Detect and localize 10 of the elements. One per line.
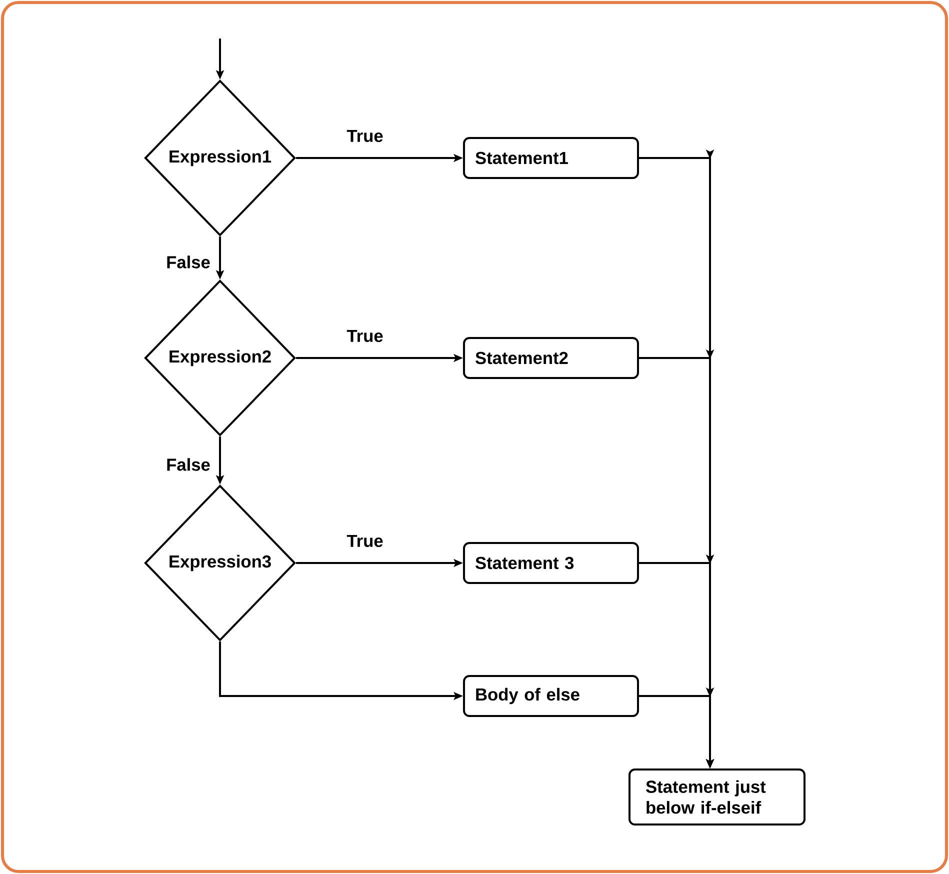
process-box: Statement1	[463, 137, 639, 179]
process-box: Body of else	[463, 675, 639, 717]
edge-label: False	[164, 254, 212, 270]
edge-label: True	[345, 328, 385, 344]
process-box: Statement2	[463, 337, 639, 379]
process-box: Statement 3	[463, 542, 639, 584]
edge-label: True	[345, 534, 385, 548]
process-box: Statement just below if-elseif	[628, 768, 806, 826]
edge-label: False	[164, 456, 212, 472]
edge-label: True	[345, 128, 385, 144]
